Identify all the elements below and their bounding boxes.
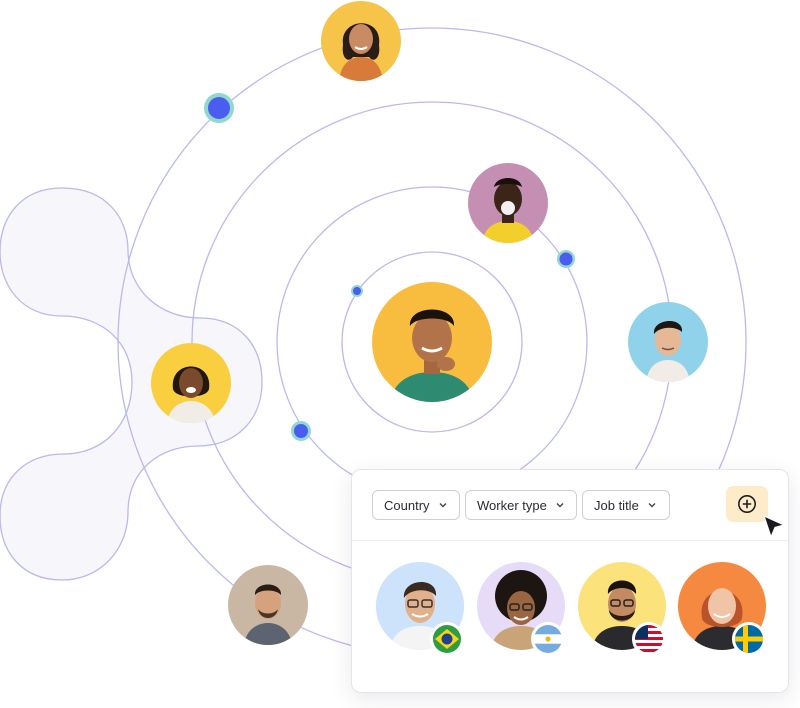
avatar-right (628, 302, 708, 382)
orbit-node-dot (291, 421, 311, 441)
blob-connector-shape (0, 187, 263, 581)
worker-type-filter-dropdown[interactable]: Worker type (465, 490, 577, 520)
usa-flag-icon (632, 622, 666, 656)
orbit-node-dot (351, 285, 363, 297)
plus-circle-icon (738, 495, 756, 513)
brazil-flag-icon (430, 622, 464, 656)
job-title-filter-label: Job title (594, 497, 639, 513)
worker-type-filter-label: Worker type (477, 497, 547, 513)
sweden-flag-icon (732, 622, 766, 656)
worker-card-argentina[interactable] (477, 562, 567, 658)
country-filter-dropdown[interactable]: Country (372, 490, 460, 520)
argentina-flag-icon (531, 622, 565, 656)
chevron-down-icon (648, 503, 656, 508)
chevron-down-icon (439, 503, 447, 508)
orbit-node-dot (204, 93, 234, 123)
worker-card-usa[interactable] (578, 562, 668, 658)
worker-card-brazil[interactable] (376, 562, 466, 658)
worker-filter-panel: Country Worker type Job title (351, 469, 789, 693)
add-filter-button[interactable] (726, 486, 768, 522)
avatar-bottom (228, 565, 308, 645)
avatar-left (151, 343, 231, 423)
orbit-ring-1 (341, 251, 523, 433)
avatar-upper-right (468, 163, 548, 243)
filter-bar: Country Worker type Job title (352, 470, 788, 541)
country-filter-label: Country (384, 497, 430, 513)
pointer-arrow-icon (763, 515, 785, 538)
worker-card-sweden[interactable] (678, 562, 768, 658)
chevron-down-icon (556, 503, 564, 508)
orbit-node-dot (557, 250, 575, 268)
avatar-center (372, 282, 492, 402)
job-title-filter-dropdown[interactable]: Job title (582, 490, 670, 520)
avatar-top (321, 1, 401, 81)
